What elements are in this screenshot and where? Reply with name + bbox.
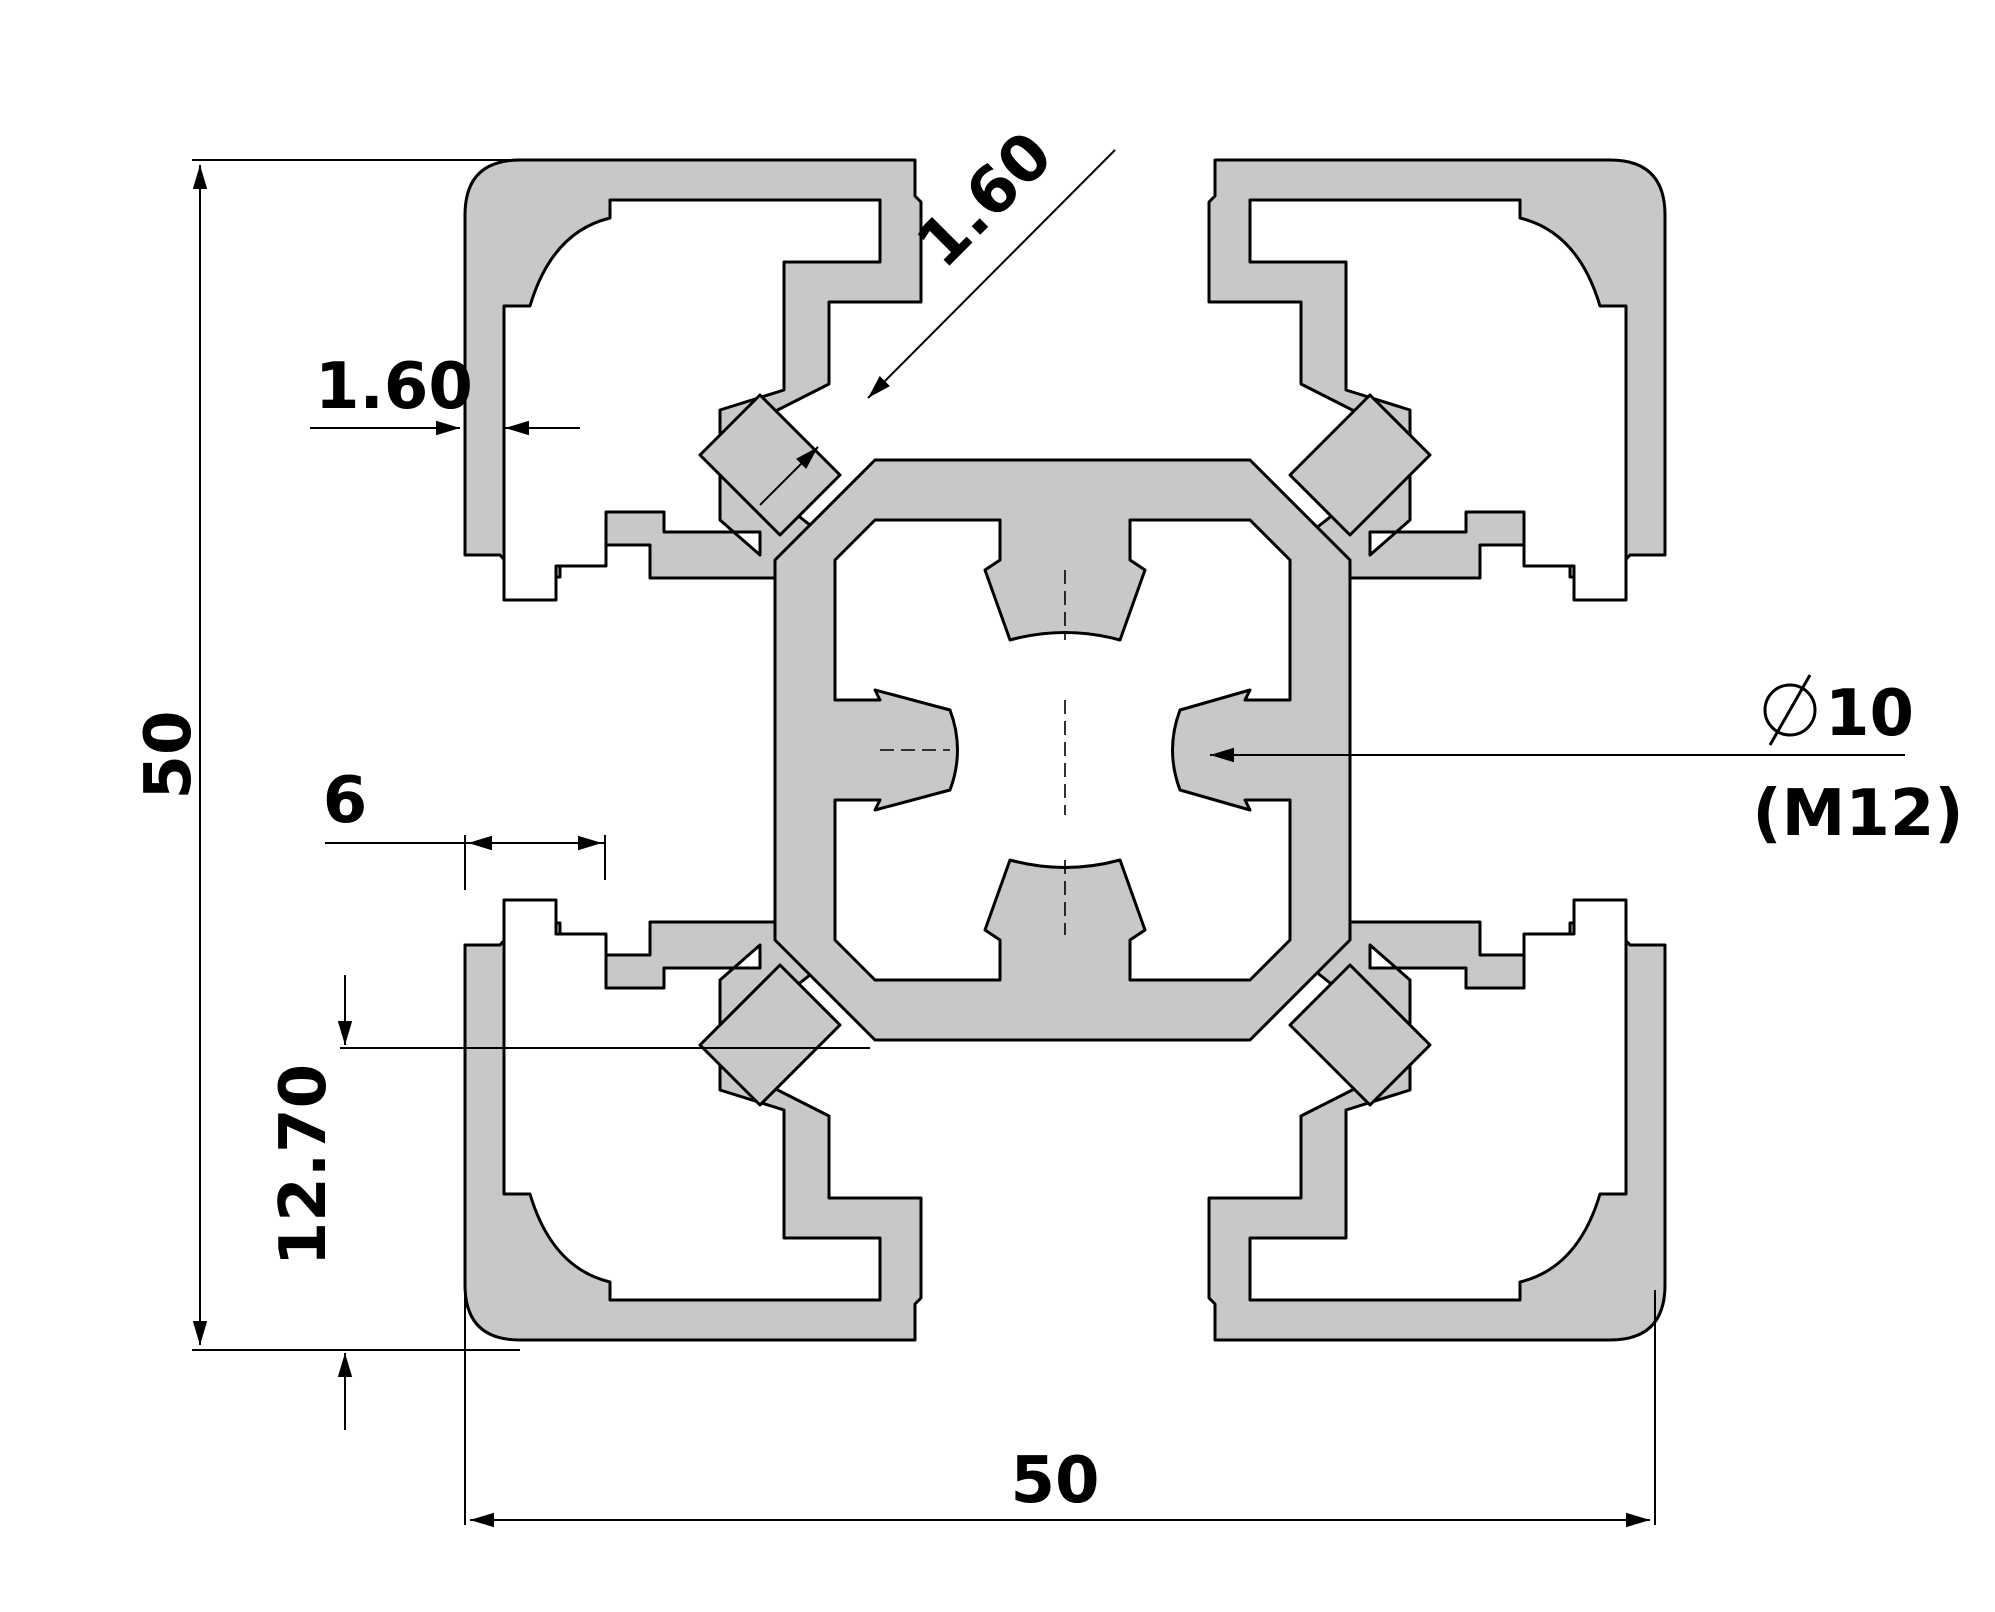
height-label: 50 (132, 710, 206, 799)
slot-width-label: 6 (323, 764, 368, 838)
diagonal-thickness-label: 1.60 (903, 118, 1067, 282)
wall-thickness-label: 1.60 (315, 350, 473, 424)
diagonal-connector-bl (698, 963, 842, 1107)
diagonal-connector-tl (698, 393, 842, 537)
inner-cavity (833, 518, 1292, 982)
bore-thread-label: (M12) (1752, 777, 1963, 851)
height-dimension: 50 (132, 159, 520, 1351)
bore-diameter-label: 10 (1825, 677, 1914, 751)
width-dimension: 50 (464, 1290, 1656, 1528)
slot-width-dimension: 6 (323, 764, 606, 890)
wall-thickness-dimension: 1.60 (310, 350, 580, 436)
profile-body (463, 158, 1667, 1342)
diagonal-connector-br (1288, 963, 1432, 1107)
slot-offset-label: 12.70 (267, 1064, 341, 1266)
bore-callout: 10 (M12) (1210, 674, 1964, 851)
slot-offset-dimension: 12.70 (267, 975, 870, 1430)
diagonal-connector-tr (1288, 393, 1432, 537)
diameter-symbol-icon (1763, 674, 1817, 746)
width-label: 50 (1010, 1444, 1099, 1518)
center-lines (880, 570, 1066, 935)
